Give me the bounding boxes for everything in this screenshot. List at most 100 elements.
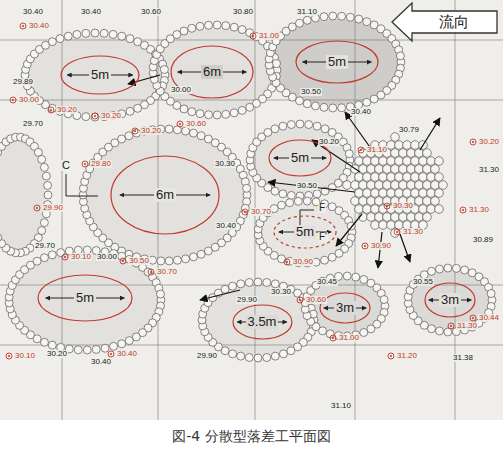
boulder — [399, 181, 408, 190]
flow-arrow — [378, 232, 382, 268]
boulder — [229, 282, 237, 290]
boulder — [428, 267, 436, 275]
dimension-text: 6m — [154, 188, 176, 202]
survey-ring — [362, 243, 368, 249]
boulder — [396, 52, 404, 60]
boulder — [427, 173, 436, 182]
boulder — [343, 181, 352, 190]
boulder — [487, 290, 495, 298]
pool-area — [205, 285, 311, 355]
survey-dot — [22, 25, 24, 27]
elevation-value: 30.60 — [305, 296, 327, 304]
boulder — [180, 105, 188, 113]
boulder — [423, 149, 432, 158]
boulder — [64, 32, 72, 40]
boulder — [351, 181, 360, 190]
boulder — [380, 296, 388, 304]
dimension-text: 5m — [289, 151, 311, 165]
elevation-value: 30.20 — [318, 138, 340, 146]
boulder — [213, 21, 221, 29]
boulder — [391, 149, 400, 158]
boulder — [383, 213, 392, 222]
boulder — [134, 104, 142, 112]
boulder — [196, 110, 204, 118]
boulder — [419, 157, 428, 166]
dimension-text: 5m — [294, 225, 316, 239]
boulder — [371, 221, 380, 230]
boulder — [395, 189, 404, 198]
boulder — [383, 165, 392, 174]
elevation-value: 30.40 — [90, 358, 112, 366]
survey-point — [330, 335, 336, 341]
boulder — [165, 125, 173, 133]
elevation-value: 30.89 — [472, 236, 494, 244]
boulder — [44, 191, 52, 199]
pool-shading — [0, 19, 489, 355]
section-mark: F — [318, 203, 326, 213]
boulder — [263, 354, 271, 362]
boulder — [435, 173, 444, 182]
boulder — [288, 23, 296, 31]
boulder — [379, 221, 388, 230]
elevation-value: 30.55 — [412, 278, 434, 286]
boulder — [338, 12, 346, 20]
boulder — [387, 221, 396, 230]
ellipse-outline — [61, 56, 139, 94]
survey-ring — [330, 335, 336, 341]
boulder — [33, 257, 41, 265]
boulder — [428, 325, 436, 333]
survey-dot — [110, 353, 112, 355]
boulder — [363, 18, 371, 26]
elevation-value: 30.50 — [296, 182, 318, 190]
survey-dot — [396, 231, 398, 233]
flow-direction-arrow: 流向 — [392, 3, 498, 41]
boulder — [165, 257, 173, 265]
boulder — [296, 120, 304, 128]
boulder — [415, 165, 424, 174]
boulder — [303, 100, 311, 108]
survey-point — [92, 113, 98, 119]
survey-point — [20, 23, 26, 29]
boulder — [238, 26, 246, 34]
elevation-value: 31.10 — [366, 146, 388, 154]
ellipse-outline — [320, 293, 370, 323]
boulder — [305, 121, 313, 129]
pool-area — [12, 253, 158, 347]
boulder — [222, 110, 230, 118]
elevation-value: 30.00 — [96, 253, 118, 261]
boulder — [379, 157, 388, 166]
boulder — [73, 30, 81, 38]
boulder — [238, 106, 246, 114]
ellipse-outline — [233, 305, 292, 339]
ellipse-outline — [111, 156, 219, 234]
boulder — [359, 181, 368, 190]
pool-area — [86, 132, 244, 258]
boulder — [387, 189, 396, 198]
survey-ring — [460, 207, 466, 213]
boulder — [287, 191, 295, 199]
elevation-value: 30.50 — [128, 257, 150, 265]
boulder — [367, 165, 376, 174]
dimension-text: 3m — [334, 301, 356, 315]
boulder — [383, 197, 392, 206]
survey-point — [358, 147, 364, 153]
dimension-text: 5m — [326, 55, 348, 69]
boulder — [44, 181, 52, 189]
boulder — [391, 165, 400, 174]
survey-point — [6, 353, 12, 359]
grid-line — [0, 100, 503, 101]
elevation-value: 30.40 — [350, 108, 372, 116]
boulder — [320, 103, 328, 111]
boulder — [286, 199, 294, 207]
boulder — [320, 13, 328, 21]
boulder — [254, 354, 262, 362]
boulder — [355, 15, 363, 23]
boulder — [435, 327, 443, 335]
survey-ring — [250, 33, 256, 39]
boulder-rings — [0, 12, 496, 362]
elevation-value: 30.80 — [232, 8, 254, 16]
boulder — [125, 337, 133, 345]
boulder — [375, 213, 384, 222]
dimension-text: 3m — [439, 293, 461, 307]
